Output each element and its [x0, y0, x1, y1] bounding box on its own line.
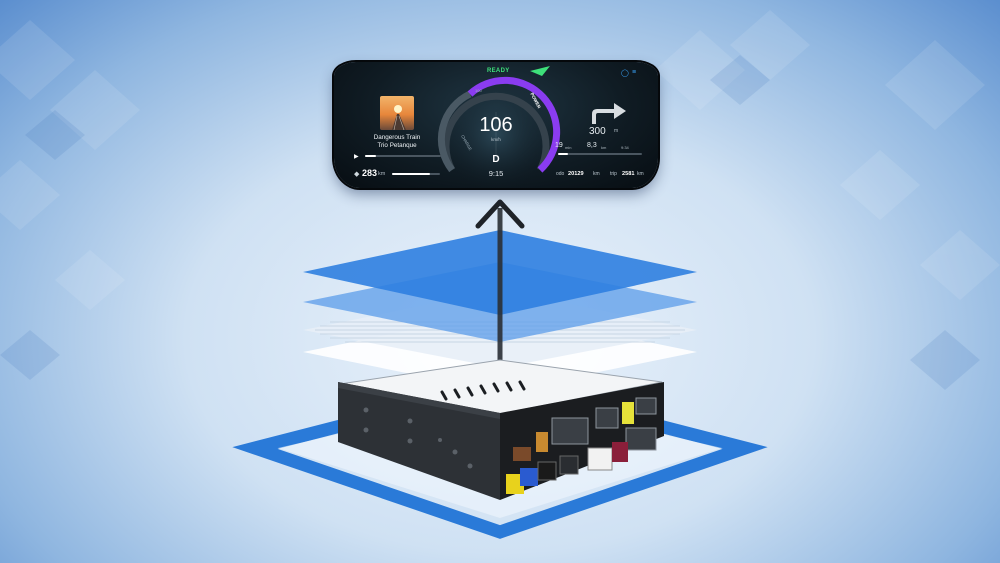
media-progress-bar[interactable] [365, 155, 441, 158]
gauge-top-label: 100 [475, 88, 482, 93]
odometer-unit: km [593, 171, 600, 177]
song-title: Dangerous Train [373, 134, 421, 141]
range-level-bar [392, 173, 440, 176]
eta-minutes-unit: min [565, 145, 572, 150]
clock-time: 9:15 [488, 169, 504, 178]
speed-unit: km/h [491, 137, 501, 142]
route-progress-bar [558, 153, 642, 156]
arrow-up-icon [475, 199, 525, 229]
trip-label: trip [610, 171, 617, 177]
background-pattern-dark [0, 55, 980, 390]
range-unit: km [378, 171, 386, 177]
low-beam-icon: ≡ [632, 69, 637, 76]
range-value: 283 [362, 168, 378, 178]
odometer-label: odo [556, 171, 565, 177]
turn-right-arrow-icon [592, 103, 626, 124]
turn-distance-unit: m [614, 128, 619, 134]
speed-value: 106 [479, 114, 513, 136]
eta-minutes: 19 [555, 142, 563, 149]
song-artist: Trio Petanque [377, 142, 417, 149]
battery-range-icon: ◆ [354, 171, 360, 178]
eta-arrival-time: 9:34 [621, 145, 629, 150]
album-art [380, 96, 414, 130]
play-icon[interactable]: ▶ [354, 154, 359, 160]
trip-unit: km [637, 171, 644, 177]
speed-gauge [437, 76, 561, 188]
instrument-cluster-display: CHARGE POWER 100 READY ◯ ≡ Dangerous Tra… [334, 62, 658, 188]
ecu-hardware-box [338, 359, 664, 500]
background-pattern [0, 10, 1000, 310]
turn-distance: 300 [589, 126, 606, 137]
trip-value: 2581 [622, 170, 635, 177]
eta-distance-unit: km [601, 145, 607, 150]
headlight-icon: ◯ [621, 70, 631, 77]
ready-status: READY [487, 68, 510, 74]
navigation-direction-icon [530, 66, 550, 76]
odometer-value: 20129 [568, 170, 584, 177]
gear-indicator: D [492, 154, 500, 165]
eta-distance: 8,3 [587, 142, 597, 149]
